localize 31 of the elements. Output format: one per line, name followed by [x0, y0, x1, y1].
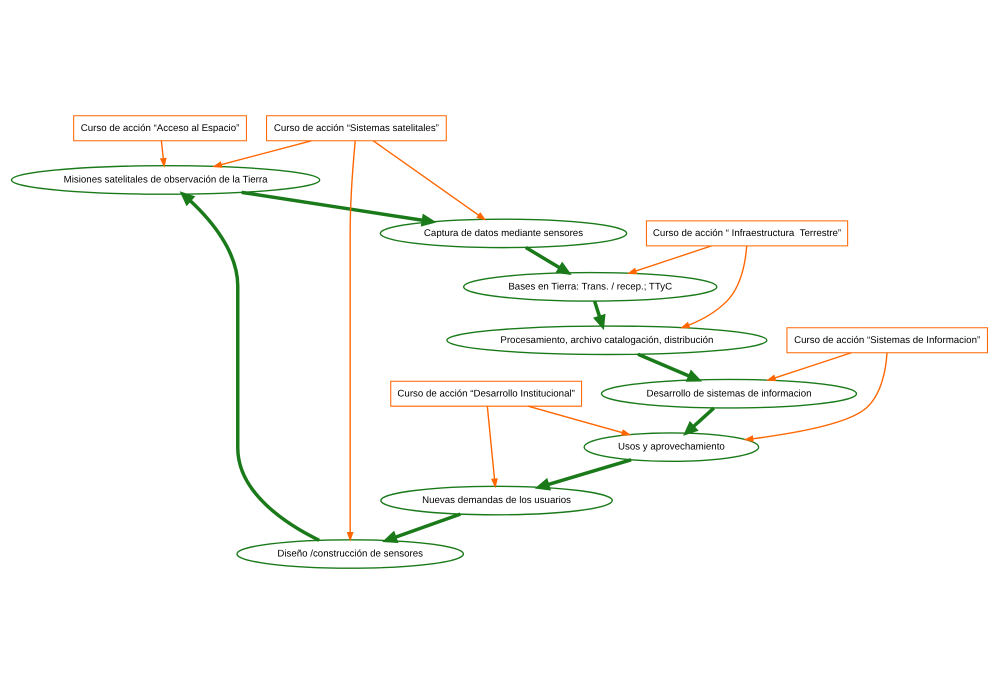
node-ellipse: Desarrollo de sistemas de informacion — [600, 378, 858, 408]
node-ellipse: Captura de datos mediante sensores — [380, 218, 628, 248]
arrow — [766, 352, 852, 380]
node-ellipse: Misiones satelitales de observación de la Tierra — [10, 164, 320, 194]
arrow — [744, 352, 888, 442]
node-ellipse: Procesamiento, archivo catalogación, distribución — [446, 324, 768, 355]
arrow — [382, 512, 461, 543]
arrow — [212, 140, 312, 168]
arrow — [534, 458, 632, 490]
arrow — [683, 406, 716, 436]
node-box: Curso de acción “Acceso al Espacio” — [73, 114, 247, 141]
node-ellipse: Bases en Tierra: Trans. / recep.; TTyC — [463, 271, 718, 302]
arrow — [241, 190, 437, 226]
arrow — [528, 405, 632, 436]
arrow — [486, 406, 498, 488]
arrow — [524, 246, 572, 274]
node-ellipse: Nuevas demandas de los usuarios — [380, 485, 613, 515]
arrow — [680, 245, 748, 328]
node-ellipse: Usos y aprovechamiento — [583, 432, 760, 462]
arrow — [592, 300, 606, 330]
node-ellipse: Diseño /construcción de sensores — [236, 538, 464, 568]
arrow — [180, 190, 320, 542]
arrow — [372, 140, 486, 220]
node-box: Curso de acción “Sistemas satelitales” — [266, 114, 447, 141]
arrow — [626, 244, 712, 274]
node-box: Curso de acción “ Infraestructura Terrestre” — [646, 220, 848, 246]
node-box: Curso de acción “Sistemas de Informacion” — [786, 326, 988, 353]
arrow — [346, 140, 356, 542]
arrow — [160, 140, 167, 168]
node-box: Curso de acción “Desarrollo Institucional” — [390, 380, 582, 406]
arrow — [637, 352, 702, 382]
